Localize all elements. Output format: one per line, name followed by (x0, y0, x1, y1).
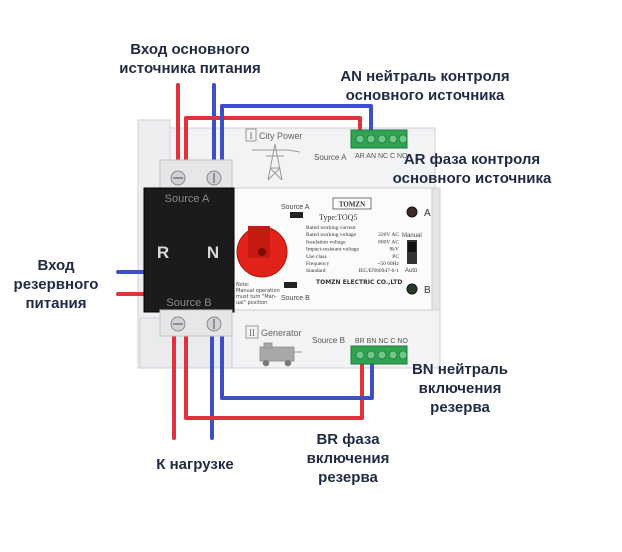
callout-line: резервного (13, 276, 99, 293)
callout-line: включения (306, 450, 390, 467)
spec-label: Rated working current (306, 225, 356, 231)
face-plate-details: Source A Source B TOMZN Type:TOQ5 Rated … (236, 197, 431, 302)
spec-label: Rated working voltage (306, 232, 357, 238)
spec-value: 220V AC (378, 232, 399, 238)
callout-line: AR фаза контроля (403, 151, 541, 168)
bottom-panel-badge (245, 325, 259, 339)
wire-an-neutral (220, 104, 373, 172)
callout-an-neutral: AN нейтраль контроля основного источника (320, 67, 530, 105)
top-source-label: Source A (314, 153, 347, 162)
manual-note-line: Note: (236, 282, 250, 288)
top-panel-badge (245, 128, 257, 142)
spec-value: ~50 60Hz (377, 261, 399, 267)
top-panel: I City Power Source A AR AN NC C NO (245, 128, 408, 181)
bottom-panel: II Generator Source B BR BN NC C NO (245, 325, 408, 367)
callout-br-phase: BR фаза включения резерва (288, 430, 408, 487)
callout-line: основного источника (392, 170, 552, 187)
callout-line: BR фаза (316, 431, 380, 448)
top-terminal-screws (355, 134, 408, 144)
switch-slider (408, 242, 416, 252)
callout-line: резерва (318, 469, 378, 486)
bottom-source-label: Source B (312, 336, 345, 345)
breaker-source-b: Source B (166, 297, 211, 309)
spec-value: IEC/EN60947-6-1 (358, 268, 399, 274)
bottom-panel-num: II (249, 328, 255, 338)
manual-note-line: Manual operation (236, 288, 280, 294)
wiring (116, 83, 374, 440)
switch-auto: Auto (405, 268, 418, 274)
face-source-b: Source B (281, 295, 310, 302)
brand-box (332, 197, 372, 210)
manual-note: Note: Manual operation must turn "Man- u… (236, 282, 280, 306)
callout-load: К нагрузке (140, 455, 250, 474)
indicator-b: B (424, 285, 431, 296)
maker: TOMZN ELECTRIC CO.,LTD (316, 279, 403, 286)
callout-ar-phase: AR фаза контроля основного источника (382, 150, 562, 188)
spec-label: Use class (306, 254, 327, 260)
callout-line: Вход основного (130, 41, 250, 58)
window-source-a (290, 212, 303, 218)
breaker: Source A Source B R N (143, 159, 235, 337)
bottom-panel-label: Generator (261, 328, 302, 338)
spec-label: Frequency (306, 261, 329, 267)
callout-line: питания (25, 295, 87, 312)
face-source-a: Source A (281, 204, 310, 211)
callout-line: включения (418, 380, 502, 397)
top-panel-num: I (250, 131, 253, 141)
spec-label: Impact-resistant voltage (306, 247, 360, 253)
top-terminal-labels: AR AN NC C NO (355, 153, 408, 160)
callout-line: AN нейтраль контроля (340, 68, 510, 85)
model: Type:TOQ5 (319, 213, 357, 222)
wire-ar-phase (184, 116, 362, 172)
switch-manual: Manual (402, 233, 422, 239)
callout-line: BN нейтраль (411, 361, 509, 378)
power-pylon-icon (252, 143, 301, 181)
wire-bn-neutral (220, 328, 374, 400)
callout-line: Вход (37, 257, 75, 274)
callout-backup-input: Вход резервного питания (8, 256, 104, 313)
manual-note-line: ual" position (236, 300, 268, 306)
top-panel-label: City Power (259, 131, 303, 141)
generator-icon (259, 342, 302, 367)
manual-note-line: must turn "Man- (236, 294, 277, 300)
callout-line: резерва (430, 399, 490, 416)
spec-label: Standard (306, 268, 326, 274)
brand: TOMZN (339, 201, 365, 209)
callout-line: основного источника (345, 87, 505, 104)
callout-main-input: Вход основного источника питания (110, 40, 270, 78)
spec-value: 800V AC (378, 239, 399, 245)
callout-line: К нагрузке (156, 456, 234, 473)
wire-br-phase (184, 328, 364, 420)
window-source-b (284, 282, 297, 288)
bottom-terminal-screws (355, 350, 408, 360)
indicator-a-light (406, 206, 418, 218)
spec-value: PC (392, 254, 399, 260)
indicator-b-light (406, 283, 418, 295)
indicator-a: A (424, 208, 431, 219)
breaker-top-cap (159, 159, 233, 191)
breaker-source-a: Source A (165, 193, 210, 205)
spec-label: Insulation voltage (306, 239, 346, 245)
callout-bn-neutral: BN нейтраль включения резерва (400, 360, 520, 417)
spec-value: 8kV (390, 247, 400, 253)
breaker-n: N (207, 243, 219, 262)
breaker-r: R (157, 243, 169, 262)
callout-line: источника питания (119, 60, 261, 77)
bottom-terminal-labels: BR BN NC C NO (355, 338, 408, 345)
